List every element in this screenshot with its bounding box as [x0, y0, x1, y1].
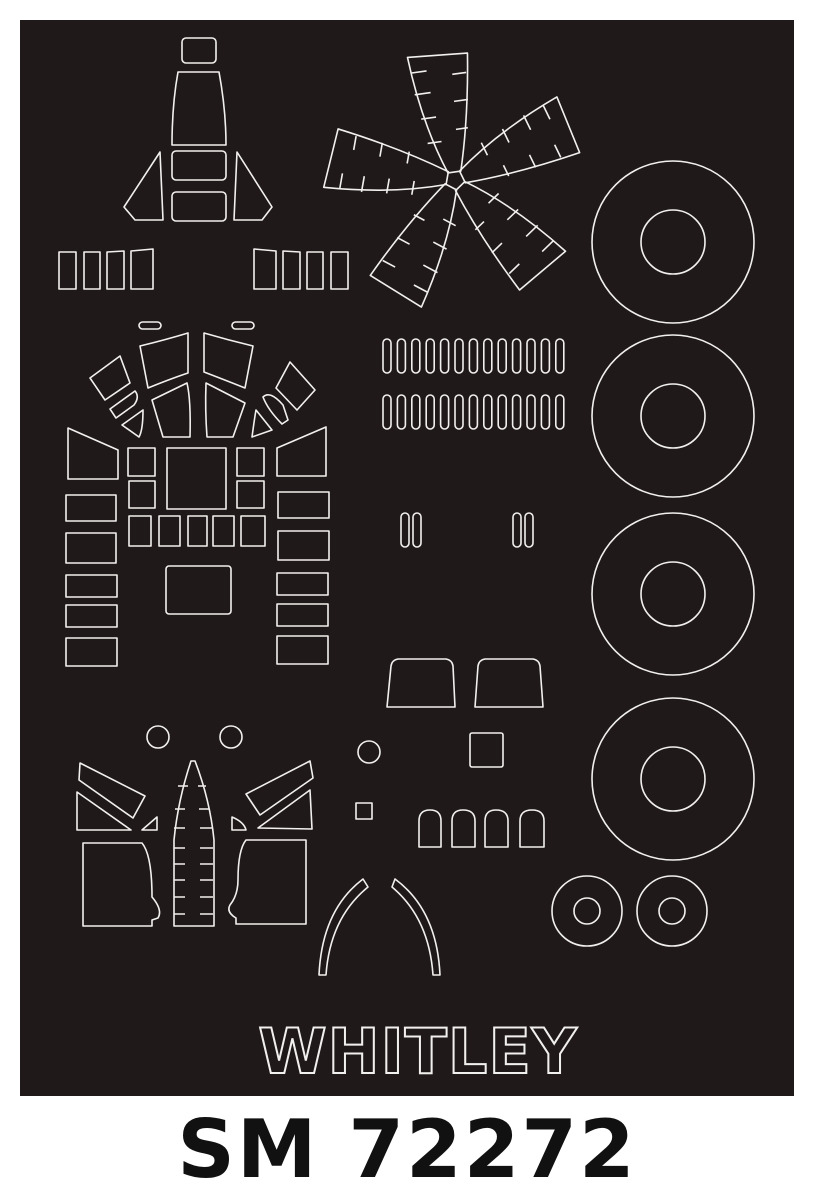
slot-mask — [526, 394, 536, 430]
sheet-title: WHITLEY — [258, 1015, 577, 1088]
slot-masks — [382, 338, 565, 548]
slot-mask — [554, 394, 565, 430]
slot-mask — [512, 512, 522, 548]
slot-mask — [468, 394, 479, 430]
slot-mask — [526, 338, 536, 374]
slot-mask — [425, 338, 436, 374]
nose-masks — [58, 37, 349, 290]
misc-masks — [146, 658, 545, 976]
slot-mask — [482, 338, 493, 374]
wheel-masks — [551, 160, 755, 947]
sheet-background — [20, 20, 794, 1096]
slot-mask — [396, 338, 407, 374]
slot-mask — [468, 338, 479, 374]
slot-mask — [454, 394, 464, 430]
turret-masks — [76, 760, 314, 927]
slot-mask — [497, 338, 508, 374]
slot-mask — [497, 394, 508, 430]
slot-mask — [382, 394, 392, 430]
slot-mask — [400, 512, 410, 548]
slot-mask — [482, 394, 493, 430]
slot-mask — [412, 512, 422, 548]
slot-mask — [396, 394, 407, 430]
slot-mask — [410, 338, 421, 374]
product-code: SM 72272 — [177, 1103, 637, 1196]
slot-mask — [540, 338, 551, 374]
propeller-masks — [322, 52, 581, 308]
slot-mask — [511, 394, 522, 430]
slot-mask — [410, 394, 421, 430]
slot-mask — [540, 394, 551, 430]
slot-mask — [382, 338, 392, 374]
slot-mask — [454, 338, 464, 374]
slot-mask — [511, 338, 522, 374]
slot-mask — [524, 512, 534, 548]
slot-mask — [554, 338, 565, 374]
slot-mask — [439, 338, 450, 374]
canopy-masks — [65, 321, 330, 667]
slot-mask — [439, 394, 450, 430]
slot-mask — [425, 394, 436, 430]
